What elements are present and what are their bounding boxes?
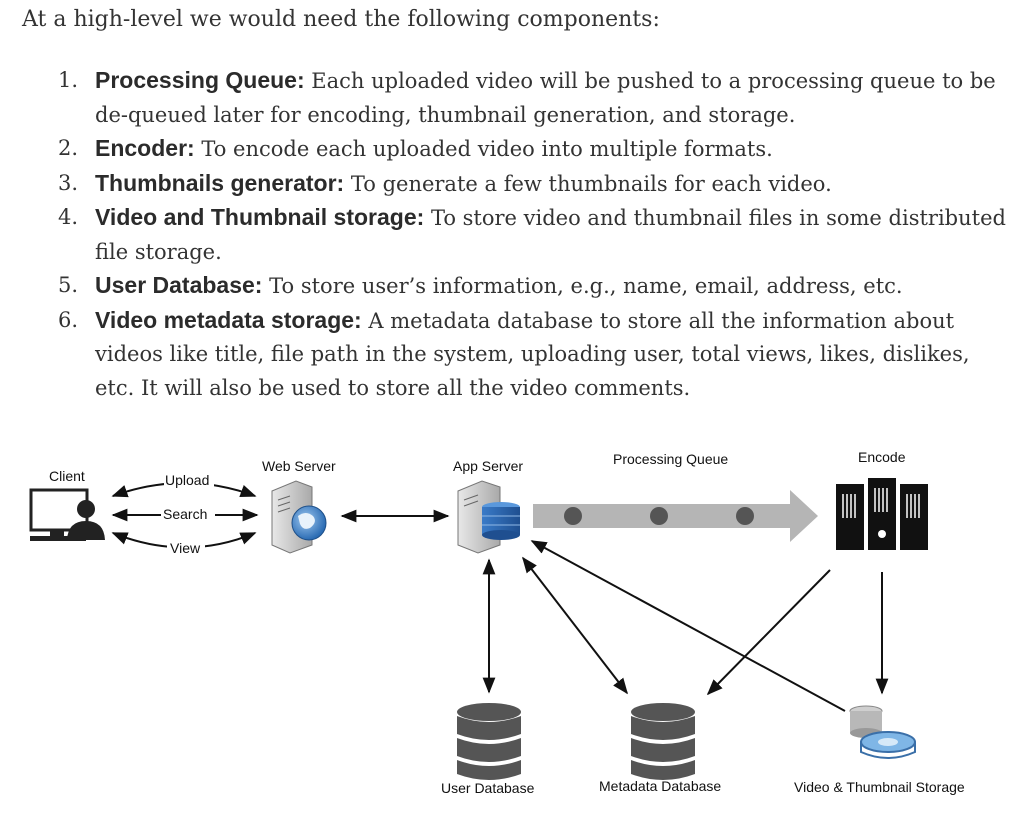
item-description: A metadata database to store all the inf… xyxy=(95,308,970,400)
view-label: View xyxy=(170,540,201,556)
user-database-label: User Database xyxy=(441,780,535,796)
processing-queue-label: Processing Queue xyxy=(613,451,728,467)
client-label: Client xyxy=(49,468,85,484)
intro-text: At a high-level we would need the follow… xyxy=(22,7,660,32)
list-item: 4. Video and Thumbnail storage: To store … xyxy=(0,201,1010,269)
storage-label: Video & Thumbnail Storage xyxy=(794,779,965,795)
item-description: To generate a few thumbnails for each vi… xyxy=(344,171,832,196)
web-server-label: Web Server xyxy=(262,458,336,474)
item-term: Thumbnails generator: xyxy=(95,169,345,196)
list-item: 1. Processing Queue: Each uploaded video … xyxy=(0,64,1010,132)
components-list: 1. Processing Queue: Each uploaded video … xyxy=(0,64,1010,405)
item-description: To store user’s information, e.g., name,… xyxy=(262,274,903,298)
metadata-database-label: Metadata Database xyxy=(599,778,721,794)
list-item: 6. Video metadata storage: A metadata dat… xyxy=(0,304,1010,406)
item-term: User Database: xyxy=(95,272,263,298)
item-number: 1. xyxy=(58,68,79,92)
item-description: To store video and thumbnail files in so… xyxy=(95,206,1006,264)
processing-queue-arrow xyxy=(533,490,818,542)
list-item: 3. Thumbnails generator: To generate a fe… xyxy=(0,167,1010,202)
search-label: Search xyxy=(163,506,207,522)
storage-app-arrow xyxy=(530,540,846,712)
item-number: 6. xyxy=(58,307,79,332)
web-server-icon xyxy=(271,480,327,554)
client-icon xyxy=(29,488,105,541)
item-term: Encoder: xyxy=(95,135,195,161)
storage-icon xyxy=(849,705,916,759)
item-term: Video and Thumbnail storage: xyxy=(95,204,425,230)
list-item: 2. Encoder: To encode each uploaded video… xyxy=(0,132,1010,167)
upload-label: Upload xyxy=(165,472,209,488)
item-number: 4. xyxy=(58,205,79,229)
app-metadata-arrow xyxy=(522,556,628,695)
item-number: 5. xyxy=(58,273,79,297)
item-description: Each uploaded video will be pushed to a … xyxy=(95,69,996,127)
app-server-label: App Server xyxy=(453,458,523,474)
item-description: To encode each uploaded video into multi… xyxy=(194,137,773,161)
item-term: Processing Queue: xyxy=(95,67,305,93)
list-item: 5. User Database: To store user’s informa… xyxy=(0,269,1010,304)
encode-metadata-arrow xyxy=(706,569,831,696)
encode-label: Encode xyxy=(858,449,906,465)
item-term: Video metadata storage: xyxy=(95,306,362,333)
encoder-icon xyxy=(836,478,928,550)
metadata-database-icon xyxy=(631,703,695,780)
item-number: 3. xyxy=(58,170,79,195)
app-server-icon xyxy=(457,480,520,554)
item-number: 2. xyxy=(58,136,79,160)
user-database-icon xyxy=(457,703,521,780)
